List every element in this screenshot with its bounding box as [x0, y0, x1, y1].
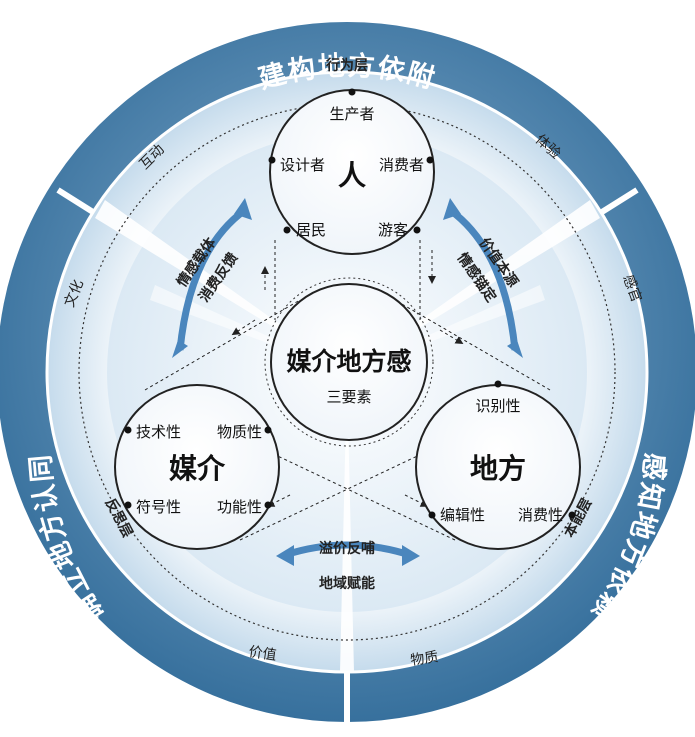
dot — [413, 226, 421, 234]
node-center: 媒介地方感 三要素 — [264, 277, 434, 447]
node-media-attr: 符号性 — [136, 498, 181, 516]
dot — [264, 426, 272, 434]
node-media-attr: 技术性 — [136, 423, 181, 441]
relation-bottom-b: 地域赋能 — [319, 575, 375, 592]
node-place-attr: 编辑性 — [440, 506, 485, 524]
arrow-left-head-top — [234, 198, 252, 220]
node-people-attr: 生产者 — [329, 105, 374, 123]
node-people-title: 人 — [338, 159, 366, 192]
node-place-attr: 识别性 — [475, 397, 520, 415]
node-people-attr: 游客 — [378, 221, 408, 239]
arrow-bottom-curve — [283, 541, 412, 559]
node-media-circle — [114, 384, 280, 550]
dot — [264, 501, 272, 509]
node-center-dotted — [264, 277, 434, 447]
arrow-bottom-head-right — [402, 545, 420, 566]
dotted-ring — [78, 103, 616, 641]
node-people-attr: 居民 — [296, 221, 326, 239]
dot — [426, 156, 434, 164]
node-media-title: 媒介 — [169, 452, 226, 485]
node-place-title: 地方 — [470, 452, 526, 485]
arrow-right-curve — [447, 207, 519, 351]
node-place-attr: 消费性 — [518, 506, 563, 524]
layer-behavior: 行为层 — [325, 57, 368, 74]
dot — [348, 88, 356, 96]
relation-bottom-a: 溢价反哺 — [319, 540, 375, 557]
node-media-attr: 物质性 — [217, 423, 262, 441]
arrow-left-head-bottom — [172, 340, 188, 358]
arrow-left-curve — [176, 207, 248, 351]
dot — [494, 380, 502, 388]
dot — [283, 226, 291, 234]
dot — [124, 501, 132, 509]
connection-lines — [144, 240, 551, 541]
arrow-right-head-bottom — [507, 340, 523, 358]
dot — [428, 511, 436, 519]
arrow-bottom-head-left — [276, 545, 294, 566]
relation-arrows — [172, 198, 523, 566]
node-place: 地方 识别性 编辑性 消费性 — [415, 380, 581, 550]
label-material: 物质 — [409, 649, 439, 669]
node-media-attr: 功能性 — [217, 498, 262, 516]
dot — [568, 511, 576, 519]
arrow-right-head-top — [443, 198, 461, 220]
node-center-title: 媒介地方感 — [286, 347, 411, 376]
node-people: 人 生产者 设计者 消费者 居民 游客 — [268, 88, 435, 255]
label-value: 价值 — [248, 644, 278, 664]
node-center-circle — [270, 283, 428, 441]
node-media: 媒介 技术性 物质性 符号性 功能性 — [114, 384, 280, 550]
dot — [268, 156, 276, 164]
node-people-attr: 设计者 — [280, 156, 325, 174]
dot — [124, 426, 132, 434]
node-center-subtitle: 三要素 — [326, 388, 371, 406]
node-people-attr: 消费者 — [379, 156, 424, 174]
